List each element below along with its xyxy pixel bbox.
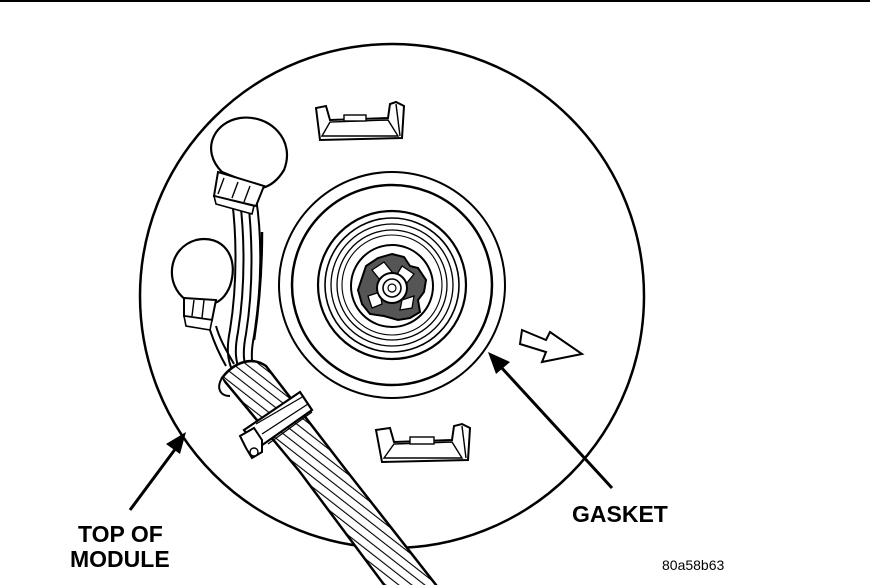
lower-retainer-clip	[374, 422, 472, 464]
figure-code: 80a58b63	[662, 557, 725, 573]
gasket-outer-ring	[278, 171, 506, 399]
pump-flange-ring-2	[324, 217, 460, 353]
top-of-module-leader	[128, 432, 186, 511]
lower-electrical-connector	[170, 237, 234, 331]
fuel-outlet-fitting	[356, 252, 428, 322]
gasket-ring	[290, 183, 494, 387]
gasket-label: GASKET	[572, 501, 668, 527]
pump-flange-ring-4	[336, 229, 448, 341]
top-of-module-label-line2: MODULE	[70, 546, 170, 572]
pump-flange-inner	[350, 244, 434, 328]
pump-flange-outer	[316, 209, 468, 361]
top-of-module-label-line1: TOP OF	[78, 521, 163, 547]
upper-electrical-connector	[210, 116, 289, 215]
pump-flange-ring-5	[341, 234, 443, 336]
pump-flange-ring-3	[330, 223, 454, 347]
hose-clamp	[238, 390, 314, 460]
upper-retainer-clip	[314, 100, 406, 142]
direction-arrow-icon	[518, 328, 585, 364]
gasket-leader	[488, 352, 614, 490]
